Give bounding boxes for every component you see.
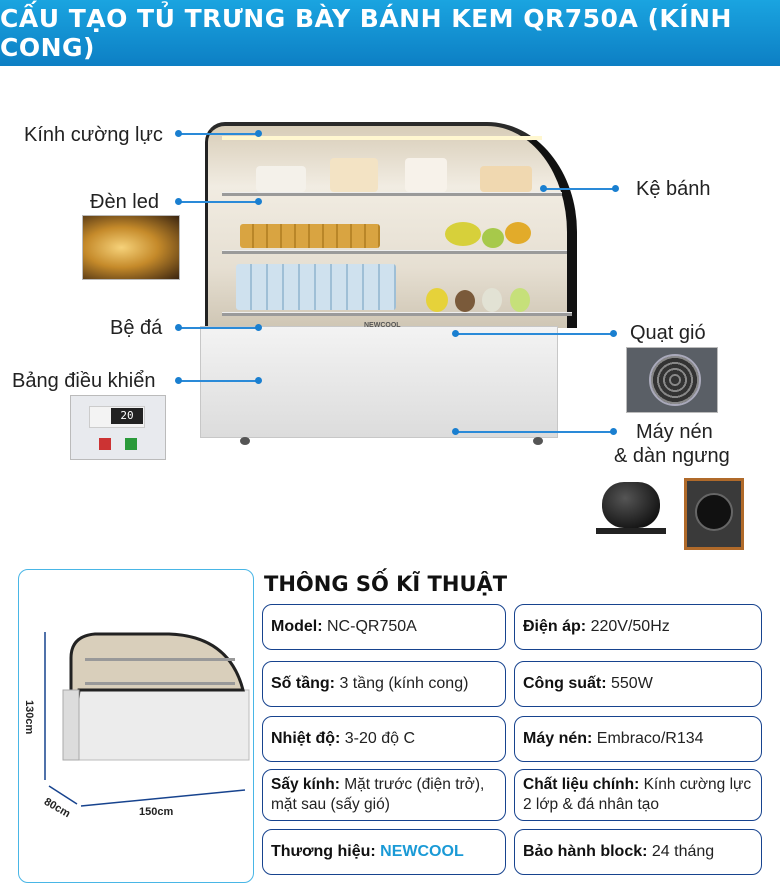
pointer-dot: [610, 330, 617, 337]
jar-item: [510, 288, 530, 312]
pointer-dot: [452, 428, 459, 435]
pointer-dot: [175, 198, 182, 205]
cake-item: [330, 158, 378, 192]
spec-floors-label: Số tầng:: [271, 675, 335, 692]
jar-item: [455, 290, 475, 312]
spec-heating-label: Sấy kính:: [271, 776, 340, 793]
pointer-dot: [610, 428, 617, 435]
fan-photo: [626, 347, 718, 413]
pointer-line: [180, 133, 258, 135]
pointer-line: [543, 188, 615, 190]
label-dan-ngung: & dàn ngưng: [614, 445, 730, 467]
stone-base-cabinet: [200, 326, 558, 438]
pointer-dot: [255, 130, 262, 137]
spec-floors: Số tầng: 3 tầng (kính cong): [262, 661, 506, 707]
jar-item: [482, 288, 502, 312]
dimension-height: 130cm: [23, 700, 35, 735]
spec-warranty: Bảo hành block: 24 tháng: [514, 829, 762, 875]
shelf-bottom: [222, 312, 572, 316]
cans-row: [240, 224, 380, 248]
spec-voltage-label: Điện áp:: [523, 618, 587, 635]
pointer-line: [455, 431, 613, 433]
spec-brand: Thương hiệu: NEWCOOL: [262, 829, 506, 875]
pointer-line: [180, 201, 258, 203]
fridge-logo: NEWCOOL: [364, 322, 401, 329]
fruit-item: [505, 222, 531, 244]
condenser-fan-icon: [695, 493, 733, 531]
label-may-nen: Máy nén: [636, 421, 713, 443]
product-dimension-card: 130cm 80cm 150cm: [18, 569, 254, 883]
power-switch-icon: [99, 438, 111, 450]
fridge-dimension-drawing: [44, 632, 250, 807]
pointer-line: [180, 327, 258, 329]
wheel: [533, 437, 543, 445]
spec-warranty-value: 24 tháng: [651, 843, 715, 860]
spec-model: Model: NC-QR750A: [262, 604, 506, 650]
fan-icon: [649, 354, 701, 406]
label-bang-dieu-khien: Bảng điều khiển: [12, 370, 156, 392]
label-kinh-cuong-luc: Kính cường lực: [24, 124, 163, 146]
label-ke-banh: Kệ bánh: [636, 178, 711, 200]
pointer-dot: [255, 377, 262, 384]
jar-item: [426, 288, 448, 312]
spec-power: Công suất: 550W: [514, 661, 762, 707]
label-be-da: Bệ đá: [110, 317, 163, 339]
spec-model-value: NC-QR750A: [327, 618, 417, 635]
cake-item: [480, 166, 532, 192]
specs-title: THÔNG SỐ KĨ THUẬT: [264, 572, 508, 596]
bottles-row: [236, 264, 396, 310]
compressor-photo: [592, 478, 672, 538]
spec-brand-label: Thương hiệu:: [271, 843, 376, 860]
spec-material: Chất liệu chính: Kính cường lực 2 lớp & …: [514, 769, 762, 821]
pointer-dot: [255, 324, 262, 331]
spec-material-label: Chất liệu chính:: [523, 776, 640, 793]
label-den-led: Đèn led: [90, 191, 159, 213]
light-switch-icon: [125, 438, 137, 450]
cake-item: [256, 166, 306, 192]
shelf-middle: [222, 250, 567, 254]
spec-floors-value: 3 tầng (kính cong): [339, 675, 469, 692]
spec-glass-heating: Sấy kính: Mặt trước (điện trở), mặt sau …: [262, 769, 506, 821]
spec-brand-value: NEWCOOL: [380, 843, 464, 860]
pointer-dot: [175, 130, 182, 137]
cake-item: [405, 158, 447, 192]
pointer-dot: [452, 330, 459, 337]
label-quat-gio: Quạt gió: [630, 322, 706, 344]
fruit-item: [482, 228, 504, 248]
wheel: [240, 437, 250, 445]
dimension-width: 150cm: [139, 806, 174, 818]
spec-compressor: Máy nén: Embraco/R134: [514, 716, 762, 762]
temperature-display: 20: [111, 408, 143, 424]
fruit-item: [445, 222, 481, 246]
spec-model-label: Model:: [271, 618, 323, 635]
spec-voltage-value: 220V/50Hz: [590, 618, 670, 635]
header-banner: Cấu tạo tủ trưng bày bánh kem QR750A (kí…: [0, 0, 780, 66]
spec-temperature: Nhiệt độ: 3-20 độ C: [262, 716, 506, 762]
pointer-dot: [255, 198, 262, 205]
led-strip-photo: [82, 215, 180, 280]
spec-voltage: Điện áp: 220V/50Hz: [514, 604, 762, 650]
spec-heating-value: Mặt trước (điện trở), mặt sau (sấy gió): [271, 776, 485, 813]
pointer-dot: [612, 185, 619, 192]
spec-compressor-label: Máy nén:: [523, 730, 593, 747]
spec-power-value: 550W: [611, 675, 653, 692]
pointer-dot: [540, 185, 547, 192]
page-title: Cấu tạo tủ trưng bày bánh kem QR750A (kí…: [0, 4, 732, 62]
control-panel-photo: 20: [70, 395, 166, 460]
spec-temp-value: 3-20 độ C: [344, 730, 416, 747]
condenser-photo: [684, 478, 744, 550]
pointer-dot: [175, 324, 182, 331]
spec-temp-label: Nhiệt độ:: [271, 730, 341, 747]
pointer-line: [180, 380, 258, 382]
spec-power-label: Công suất:: [523, 675, 607, 692]
pointer-line: [455, 333, 613, 335]
led-strip: [222, 136, 542, 140]
compressor-icon: [602, 482, 660, 528]
pointer-dot: [175, 377, 182, 384]
spec-compressor-value: Embraco/R134: [596, 730, 704, 747]
shelf-top: [222, 192, 562, 196]
spec-warranty-label: Bảo hành block:: [523, 843, 648, 860]
spec-material-value: Kính cường lực 2 lớp & đá nhân tạo: [523, 776, 752, 813]
